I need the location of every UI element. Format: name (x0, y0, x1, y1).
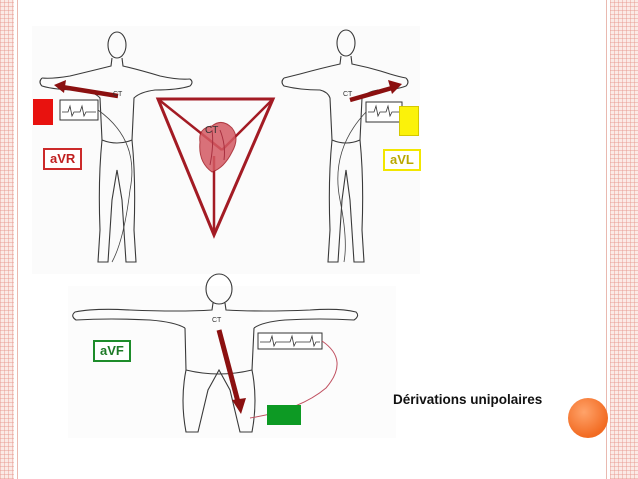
avr-lead-arrow (61, 84, 119, 99)
avl-lead-arrow (349, 85, 393, 103)
avl-lead-wire (337, 111, 367, 263)
avr-label: aVR (43, 148, 83, 170)
bottom-scan-panel (68, 286, 396, 438)
right-border-line (606, 0, 607, 479)
avl-ct-mark: CT (343, 91, 353, 98)
avf-label: aVF (93, 340, 131, 362)
center-ct-label: CT (205, 125, 218, 136)
avf-arrow-head (232, 398, 246, 414)
avr-ecg-trace (62, 104, 96, 118)
avr-lead-wire (97, 109, 133, 263)
avl-label: aVL (383, 149, 421, 171)
body-figure-avf (72, 273, 359, 433)
left-border-line (17, 0, 18, 479)
avf-electrode (267, 405, 301, 425)
avr-arrow-head (54, 80, 66, 93)
left-decorative-border (0, 0, 14, 479)
slide-caption: Dérivations unipolaires (393, 392, 543, 407)
avf-ecg-trace (260, 334, 320, 348)
avf-lead-arrow (216, 329, 241, 403)
heart-shape (199, 122, 237, 173)
avl-arrow-head (388, 80, 402, 94)
heart-detail (209, 129, 225, 166)
right-decorative-border (610, 0, 638, 479)
avl-electrode (399, 106, 419, 136)
avf-ct-mark: CT (212, 317, 222, 324)
avr-electrode (33, 99, 53, 125)
avr-ecg-box (59, 99, 99, 121)
avr-ct-mark: CT (113, 91, 123, 98)
orange-accent-dot (568, 398, 608, 438)
avl-ecg-trace (368, 104, 400, 118)
